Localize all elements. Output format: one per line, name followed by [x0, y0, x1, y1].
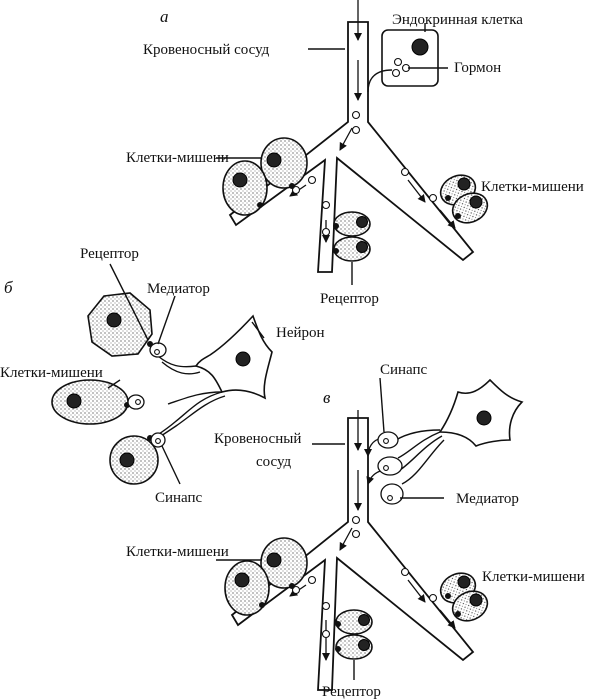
target-cells-a-right — [439, 174, 489, 224]
hormones-v — [291, 515, 438, 639]
receptor-a-label: Рецептор — [320, 291, 379, 307]
target-cells-a-left — [222, 137, 308, 216]
hormone-label: Гормон — [454, 60, 501, 76]
target-cell-b-top — [87, 292, 153, 357]
panel-a: а — [126, 0, 584, 307]
target-cells-a-bottom — [333, 211, 371, 262]
target-cells-a-right-label: Клетки-мишени — [481, 179, 584, 195]
neuron-label: Нейрон — [276, 325, 325, 341]
leader-synapse-b — [161, 445, 181, 485]
synapse-v-label: Синапс — [380, 362, 428, 378]
leader-targets-b — [107, 379, 121, 389]
leader-neuron — [251, 321, 265, 339]
target-cells-v-left — [224, 537, 308, 616]
neuron-b — [155, 314, 273, 439]
synapses-v — [377, 431, 404, 505]
leader-receptor-b — [109, 263, 149, 341]
panel-a-letter: а — [160, 7, 169, 26]
endocrine-cell — [367, 29, 439, 93]
endocrine-cell-label: Эндокринная клетка — [392, 12, 523, 28]
panel-v-letter: в — [323, 388, 331, 407]
target-cell-b-bottom — [109, 435, 159, 485]
receptor-b-label: Рецептор — [80, 246, 139, 262]
leader-mediator-b — [157, 295, 176, 345]
target-cells-b-label: Клетки-мишени — [0, 365, 103, 381]
synapse-b-label: Синапс — [155, 490, 203, 506]
target-cells-v-right-label: Клетки-мишени — [482, 569, 585, 585]
target-cells-v-left-label: Клетки-мишени — [126, 544, 229, 560]
blood-vessel-v-label-2: сосуд — [256, 454, 292, 470]
panel-b-letter: б — [4, 278, 13, 297]
blood-vessel-v-label-1: Кровеносный — [214, 431, 301, 447]
panel-b: б — [0, 246, 325, 506]
synapses-b — [127, 342, 167, 448]
target-cells-v-right — [439, 572, 489, 622]
target-cell-b-middle — [51, 379, 130, 425]
hormones-a — [291, 110, 438, 237]
mediator-v-label: Медиатор — [456, 491, 519, 507]
target-cells-v-bottom — [335, 609, 373, 660]
mediator-b-label: Медиатор — [147, 281, 210, 297]
blood-vessel-a-label: Кровеносный сосуд — [143, 42, 270, 58]
panel-v: в — [126, 362, 585, 700]
receptor-v-label: Рецептор — [322, 684, 381, 700]
leader-synapse-v — [379, 377, 385, 433]
neuron-v — [395, 378, 524, 485]
target-cells-a-left-label: Клетки-мишени — [126, 150, 229, 166]
